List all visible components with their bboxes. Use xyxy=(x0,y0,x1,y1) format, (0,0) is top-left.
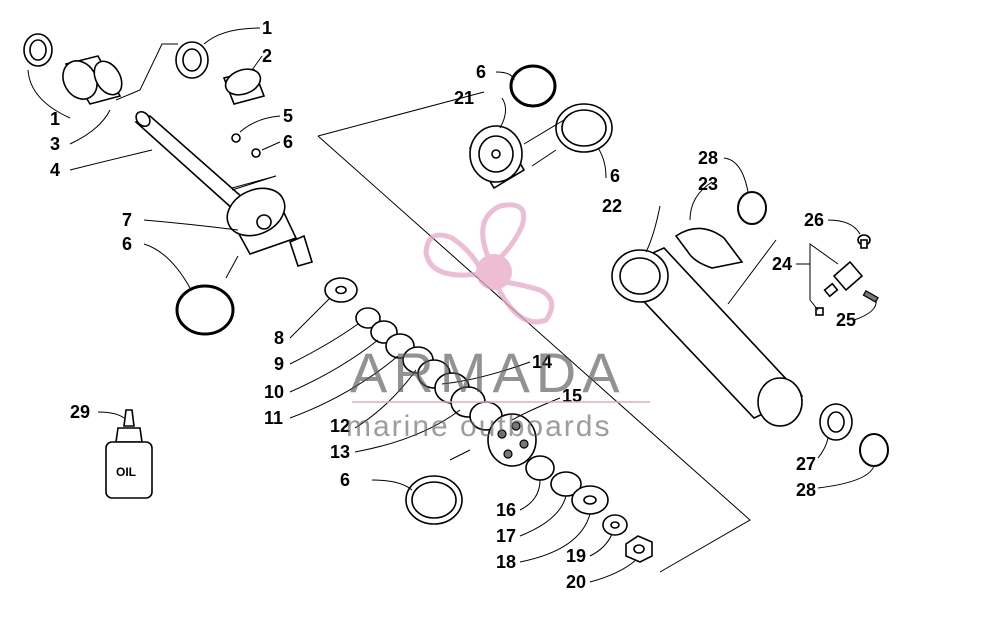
snap-ring-28-top xyxy=(737,191,767,225)
washer-8 xyxy=(324,277,358,303)
callout-20: 20 xyxy=(566,572,586,592)
callout-6-top: 6 xyxy=(476,62,486,82)
callout-13: 13 xyxy=(330,442,350,462)
o-ring-6-small xyxy=(251,148,261,158)
shock-parts xyxy=(23,33,889,563)
callout-4: 4 xyxy=(50,160,60,180)
callout-7: 7 xyxy=(122,210,132,230)
callout-6-small: 6 xyxy=(283,132,293,152)
watermark: ARMADA marine outboards xyxy=(346,202,650,443)
band-6-right xyxy=(555,103,613,153)
callout-9: 9 xyxy=(274,354,284,374)
assembly-bracket xyxy=(317,91,751,573)
o-ring-6-left xyxy=(175,284,235,336)
washer-18 xyxy=(571,485,609,515)
valve-24 xyxy=(815,260,864,316)
shaft-eye-7 xyxy=(226,187,314,267)
sleeve-2 xyxy=(222,68,266,105)
callout-1a: 1 xyxy=(50,109,60,129)
washer-16 xyxy=(525,455,555,481)
callout-29: 29 xyxy=(70,402,90,422)
callout-17: 17 xyxy=(496,526,516,546)
callout-27: 27 xyxy=(796,454,816,474)
body-tube-22 xyxy=(611,247,804,427)
seal-1-left xyxy=(23,33,53,67)
snap-ring-28-lower xyxy=(859,433,889,467)
callout-11: 11 xyxy=(264,408,283,428)
callouts: 1 1 2 3 4 5 6 6 6 6 6 7 8 9 10 11 12 13 … xyxy=(50,18,856,592)
seal-1-right xyxy=(175,41,209,79)
callout-6-lower: 6 xyxy=(340,470,350,490)
callout-24: 24 xyxy=(772,254,792,274)
callout-26: 26 xyxy=(804,210,824,230)
bushing-3 xyxy=(62,55,123,105)
band-6-lower xyxy=(405,475,463,525)
piston-15 xyxy=(487,413,537,467)
callout-12: 12 xyxy=(330,416,350,436)
callout-8: 8 xyxy=(274,328,284,348)
bracket-23 xyxy=(674,227,744,269)
callout-10: 10 xyxy=(264,382,284,402)
watermark-tagline: marine outboards xyxy=(346,410,611,443)
callout-19: 19 xyxy=(566,546,586,566)
callout-1b: 1 xyxy=(262,18,272,38)
callout-3: 3 xyxy=(50,134,60,154)
o-ring-6-top xyxy=(509,64,557,108)
callout-5: 5 xyxy=(283,106,293,126)
nut-20 xyxy=(625,535,653,563)
callout-16: 16 xyxy=(496,500,516,520)
callout-28-lower: 28 xyxy=(796,480,816,500)
callout-23: 23 xyxy=(698,174,718,194)
oil-label: OIL xyxy=(116,465,136,479)
callout-6-left: 6 xyxy=(122,234,132,254)
callout-25: 25 xyxy=(836,310,856,330)
callout-18: 18 xyxy=(496,552,516,572)
callout-28-top: 28 xyxy=(698,148,718,168)
pin-25 xyxy=(862,289,879,303)
screw-26 xyxy=(857,234,871,249)
bearing-27 xyxy=(819,403,853,441)
callout-21: 21 xyxy=(454,88,474,108)
callout-14: 14 xyxy=(532,352,552,372)
callout-22: 22 xyxy=(602,196,622,216)
propeller-logo xyxy=(423,202,555,325)
grease-fitting-5 xyxy=(231,133,241,143)
callout-2: 2 xyxy=(262,46,272,66)
washer-19 xyxy=(602,514,628,536)
watermark-brand: ARMADA xyxy=(350,341,626,404)
seal-head-21 xyxy=(468,125,526,190)
callout-6-right: 6 xyxy=(610,166,620,186)
leader-lines xyxy=(27,27,877,583)
oil-bottle-29 xyxy=(105,409,153,499)
